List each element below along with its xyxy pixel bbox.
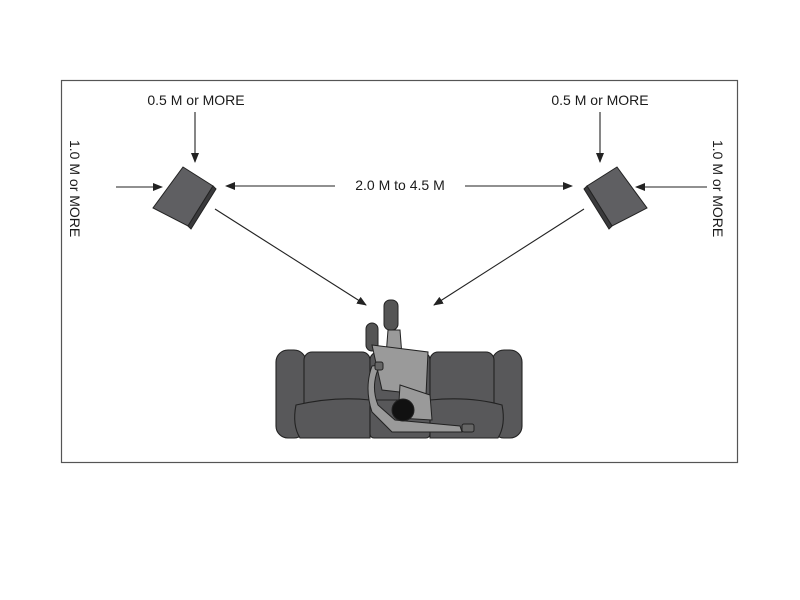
arrow-left-speaker-to-listener: [214, 208, 367, 306]
room-frame: [60, 79, 739, 464]
top-right-distance-label: 0.5 M or MORE: [551, 92, 648, 108]
top-left-distance-label: 0.5 M or MORE: [147, 92, 244, 108]
arrow-right-speaker-to-listener: [433, 208, 585, 306]
between-speakers-label: 2.0 M to 4.5 M: [355, 177, 444, 193]
listener-person-icon: [365, 299, 475, 433]
right-side-distance-label: 1.0 M or MORE: [710, 140, 726, 237]
left-speaker-icon: [152, 166, 217, 230]
right-speaker-icon: [583, 166, 648, 230]
left-side-distance-label: 1.0 M or MORE: [67, 140, 83, 237]
